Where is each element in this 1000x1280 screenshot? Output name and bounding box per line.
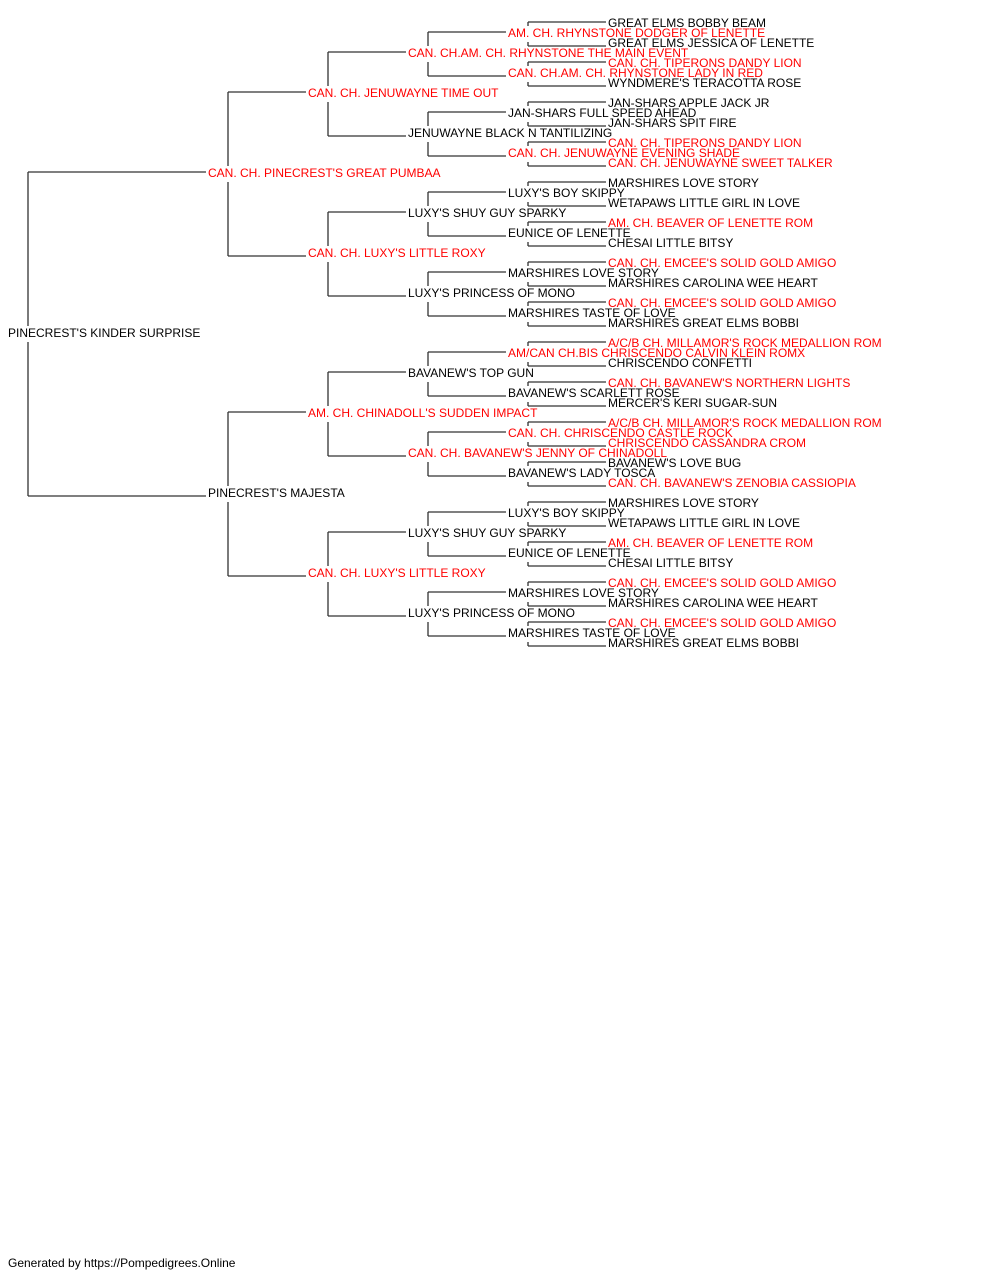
ancestor-gen4-11: BAVANEW'S LADY TOSCA [508, 466, 655, 480]
ancestor-gen4-15: MARSHIRES TASTE OF LOVE [508, 626, 676, 640]
ancestor-gen4-7: MARSHIRES TASTE OF LOVE [508, 306, 676, 320]
ancestor-gen3-7: LUXY'S PRINCESS OF MONO [408, 606, 575, 620]
ancestor-gen5-13: MARSHIRES CAROLINA WEE HEART [608, 276, 818, 290]
ancestor-gen5-2: CAN. CH. TIPERONS DANDY LION [608, 56, 802, 70]
ancestor-gen5-20: A/C/B CH. MILLAMOR'S ROCK MEDALLION ROM [608, 416, 882, 430]
generated-by-footer: Generated by https://Pompedigrees.Online [8, 1256, 236, 1270]
ancestor-gen4-9: BAVANEW'S SCARLETT ROSE [508, 386, 680, 400]
ancestor-gen5-8: MARSHIRES LOVE STORY [608, 176, 759, 190]
ancestor-gen4-0: AM. CH. RHYNSTONE DODGER OF LENETTE [508, 26, 765, 40]
ancestor-gen5-14: CAN. CH. EMCEE'S SOLID GOLD AMIGO [608, 296, 836, 310]
ancestor-gen4-8: AM/CAN CH.BIS CHRISCENDO CALVIN KLEIN RO… [508, 346, 805, 360]
ancestor-gen5-7: CAN. CH. JENUWAYNE SWEET TALKER [608, 156, 833, 170]
ancestor-gen5-11: CHESAI LITTLE BITSY [608, 236, 733, 250]
ancestor-gen3-1: JENUWAYNE BLACK N TANTILIZING [408, 126, 612, 140]
ancestor-gen4-6: MARSHIRES LOVE STORY [508, 266, 659, 280]
ancestor-gen2-3: CAN. CH. LUXY'S LITTLE ROXY [308, 566, 486, 580]
ancestor-gen5-22: BAVANEW'S LOVE BUG [608, 456, 741, 470]
ancestor-gen4-12: LUXY'S BOY SKIPPY [508, 506, 625, 520]
ancestor-gen5-17: CHRISCENDO CONFETTI [608, 356, 752, 370]
ancestor-gen4-3: CAN. CH. JENUWAYNE EVENING SHADE [508, 146, 740, 160]
ancestor-gen4-1: CAN. CH.AM. CH. RHYNSTONE LADY IN RED [508, 66, 763, 80]
ancestor-gen5-30: CAN. CH. EMCEE'S SOLID GOLD AMIGO [608, 616, 836, 630]
ancestor-gen5-12: CAN. CH. EMCEE'S SOLID GOLD AMIGO [608, 256, 836, 270]
ancestor-gen4-5: EUNICE OF LENETTE [508, 226, 631, 240]
pedigree-connector-lines [27, 21, 606, 647]
ancestor-gen5-4: JAN-SHARS APPLE JACK JR [608, 96, 770, 110]
ancestor-gen3-2: LUXY'S SHUY GUY SPARKY [408, 206, 566, 220]
ancestor-gen5-27: CHESAI LITTLE BITSY [608, 556, 733, 570]
ancestor-gen5-10: AM. CH. BEAVER OF LENETTE ROM [608, 216, 813, 230]
ancestor-gen3-4: BAVANEW'S TOP GUN [408, 366, 534, 380]
ancestor-gen5-3: WYNDMERE'S TERACOTTA ROSE [608, 76, 801, 90]
ancestor-gen5-29: MARSHIRES CAROLINA WEE HEART [608, 596, 818, 610]
ancestor-gen5-16: A/C/B CH. MILLAMOR'S ROCK MEDALLION ROM [608, 336, 882, 350]
ancestor-gen4-10: CAN. CH. CHRISCENDO CASTLE ROCK [508, 426, 733, 440]
pedigree-labels: PINECREST'S KINDER SURPRISE CAN. CH. PINE… [8, 16, 882, 650]
ancestor-gen0-0: PINECREST'S KINDER SURPRISE [8, 326, 200, 340]
ancestor-gen3-0: CAN. CH.AM. CH. RHYNSTONE THE MAIN EVENT [408, 46, 689, 60]
ancestor-gen2-0: CAN. CH. JENUWAYNE TIME OUT [308, 86, 499, 100]
ancestor-gen5-5: JAN-SHARS SPIT FIRE [608, 116, 736, 130]
ancestor-gen2-2: AM. CH. CHINADOLL'S SUDDEN IMPACT [308, 406, 538, 420]
ancestor-gen5-26: AM. CH. BEAVER OF LENETTE ROM [608, 536, 813, 550]
ancestor-gen5-9: WETAPAWS LITTLE GIRL IN LOVE [608, 196, 800, 210]
ancestor-gen5-28: CAN. CH. EMCEE'S SOLID GOLD AMIGO [608, 576, 836, 590]
ancestor-gen4-4: LUXY'S BOY SKIPPY [508, 186, 625, 200]
ancestor-gen5-6: CAN. CH. TIPERONS DANDY LION [608, 136, 802, 150]
ancestor-gen5-24: MARSHIRES LOVE STORY [608, 496, 759, 510]
ancestor-gen5-1: GREAT ELMS JESSICA OF LENETTE [608, 36, 814, 50]
ancestor-gen2-1: CAN. CH. LUXY'S LITTLE ROXY [308, 246, 486, 260]
ancestor-gen5-31: MARSHIRES GREAT ELMS BOBBI [608, 636, 799, 650]
ancestor-gen5-15: MARSHIRES GREAT ELMS BOBBI [608, 316, 799, 330]
ancestor-gen5-23: CAN. CH. BAVANEW'S ZENOBIA CASSIOPIA [608, 476, 856, 490]
ancestor-gen1-0: CAN. CH. PINECREST'S GREAT PUMBAA [208, 166, 441, 180]
ancestor-gen4-13: EUNICE OF LENETTE [508, 546, 631, 560]
ancestor-gen5-18: CAN. CH. BAVANEW'S NORTHERN LIGHTS [608, 376, 850, 390]
ancestor-gen4-14: MARSHIRES LOVE STORY [508, 586, 659, 600]
ancestor-gen3-3: LUXY'S PRINCESS OF MONO [408, 286, 575, 300]
ancestor-gen5-19: MERCER'S KERI SUGAR-SUN [608, 396, 777, 410]
ancestor-gen5-25: WETAPAWS LITTLE GIRL IN LOVE [608, 516, 800, 530]
ancestor-gen4-2: JAN-SHARS FULL SPEED AHEAD [508, 106, 697, 120]
ancestor-gen3-6: LUXY'S SHUY GUY SPARKY [408, 526, 566, 540]
ancestor-gen1-1: PINECREST'S MAJESTA [208, 486, 345, 500]
ancestor-gen5-0: GREAT ELMS BOBBY BEAM [608, 16, 766, 30]
ancestor-gen3-5: CAN. CH. BAVANEW'S JENNY OF CHINADOLL [408, 446, 667, 460]
ancestor-gen5-21: CHRISCENDO CASSANDRA CROM [608, 436, 806, 450]
